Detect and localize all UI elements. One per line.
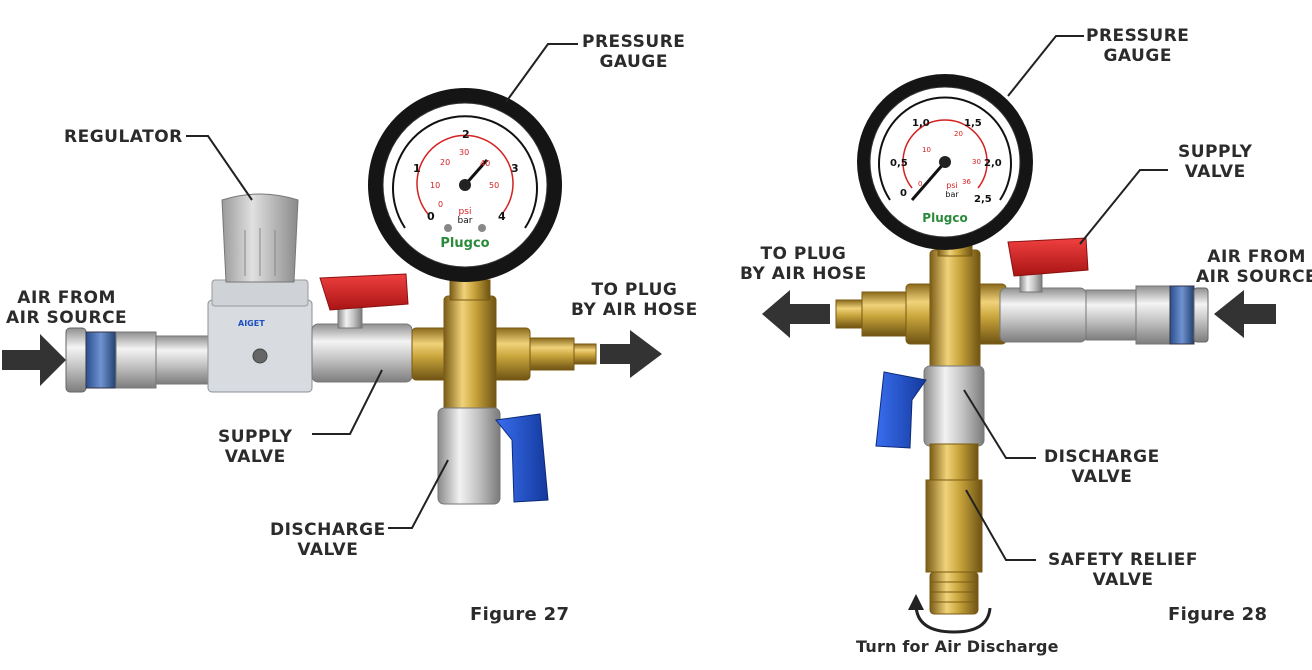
leader-gauge-27 [505,43,578,103]
gauge-27-bar-tick: 2 [462,128,470,141]
leader-discharge-28 [963,389,1036,459]
figure-27-device: AIGET Plugco psi bar 0 1 2 [2,43,662,529]
gauge-28-unit-psi: psi [946,181,957,190]
gauge-28-bar-tick: 2,0 [984,158,1002,169]
air-out-arrow [600,330,662,378]
label-supply-valve-28: SUPPLY VALVE [1178,142,1252,182]
gauge-28-brand: Plugco [922,211,967,225]
gauge-27-psi-tick: 40 [480,159,490,168]
label-line: GAUGE [599,52,668,72]
label-supply-valve-27: SUPPLY VALVE [218,427,292,467]
gauge-28-psi-tick: 20 [954,130,963,138]
label-air-from-air-source-27: AIR FROM AIR SOURCE [6,288,127,328]
leader-safety-28 [965,489,1036,561]
label-turn-for-air-discharge: Turn for Air Discharge [856,637,1059,656]
label-line: TO PLUG [760,244,847,264]
leader-supply-27 [312,369,383,435]
gauge-28-bar-tick: 1,0 [912,118,930,129]
label-line: SAFETY RELIEF [1048,550,1199,570]
gauge-27-bar-tick: 4 [498,210,506,223]
turn-arrow [914,603,992,634]
gauge-27-unit-psi: psi [459,207,472,217]
gauge-28-unit-bar: bar [945,190,959,199]
leader-gauge-28 [1007,35,1084,97]
label-line: PRESSURE [1086,26,1190,46]
label-line: VALVE [1092,570,1154,590]
label-line: DISCHARGE [270,520,386,540]
label-line: SUPPLY [1178,142,1253,162]
label-discharge-valve-28: DISCHARGE VALVE [1044,447,1160,487]
label-line: AIR FROM [17,288,116,308]
gauge-27-psi-tick: 20 [440,158,450,167]
label-line: AIR FROM [1207,247,1306,267]
gauge-27-psi-tick: 50 [489,181,499,190]
label-line: PRESSURE [582,32,686,52]
label-line: BY AIR HOSE [740,264,867,284]
label-line: SUPPLY [218,427,293,447]
label-line: BY AIR HOSE [571,300,698,320]
label-to-plug-by-air-hose-27: TO PLUG BY AIR HOSE [571,280,698,320]
label-line: VALVE [1071,467,1133,487]
gauge-28-bar-tick: 2,5 [974,194,992,205]
figure-28-caption: Figure 28 [1168,604,1268,625]
label-to-plug-by-air-hose-28: TO PLUG BY AIR HOSE [740,244,867,284]
label-line: REGULATOR [64,127,183,147]
label-regulator: REGULATOR [64,127,183,147]
label-line: AIR SOURCE [6,308,128,328]
gauge-27-brand: Plugco [440,236,489,251]
leader-discharge-27 [388,459,449,529]
gauge-28-psi-tick: 36 [962,178,971,186]
air-in-arrow [2,334,66,386]
gauge-27-psi-tick: 30 [459,148,469,157]
gauge-27-bar-tick: 3 [511,162,519,175]
label-line: GAUGE [1103,46,1172,66]
label-line: TO PLUG [591,280,678,300]
svg-text:AIGET: AIGET [238,319,265,328]
label-safety-relief-valve-28: SAFETY RELIEF VALVE [1048,550,1198,590]
gauge-27-psi-tick: 10 [430,181,440,190]
gauge-28-psi-tick: 0 [918,180,922,188]
gauge-27-bar-tick: 1 [413,162,421,175]
label-line: VALVE [297,540,359,560]
gauge-27-psi-tick: 0 [438,200,443,209]
gauge-28-bar-tick: 0 [900,188,907,199]
leader-regulator [186,135,253,201]
gauge-28-psi-tick: 30 [972,158,981,166]
label-air-from-air-source-28: AIR FROM AIR SOURCE [1196,247,1312,287]
label-pressure-gauge-27: PRESSURE GAUGE [582,32,685,72]
gauge-28-psi-tick: 10 [922,146,931,154]
air-in-arrow [1214,290,1276,338]
gauge-27-unit-bar: bar [458,216,473,226]
label-line: AIR SOURCE [1196,267,1312,287]
label-line: VALVE [1184,162,1246,182]
label-line: DISCHARGE [1044,447,1160,467]
gauge-28-bar-tick: 0,5 [890,158,908,169]
gauge-27-bar-tick: 0 [427,210,435,223]
gauge-28-bar-tick: 1,5 [964,118,982,129]
figure-28-device: Plugco psi bar 0 0,5 1,0 1,5 2,0 2,5 0 1… [762,35,1276,634]
label-pressure-gauge-28: PRESSURE GAUGE [1086,26,1189,66]
air-out-arrow [762,290,830,338]
label-line: VALVE [224,447,286,467]
leader-supply-28 [1079,169,1168,245]
figure-27-caption: Figure 27 [470,604,570,625]
label-discharge-valve-27: DISCHARGE VALVE [270,520,386,560]
